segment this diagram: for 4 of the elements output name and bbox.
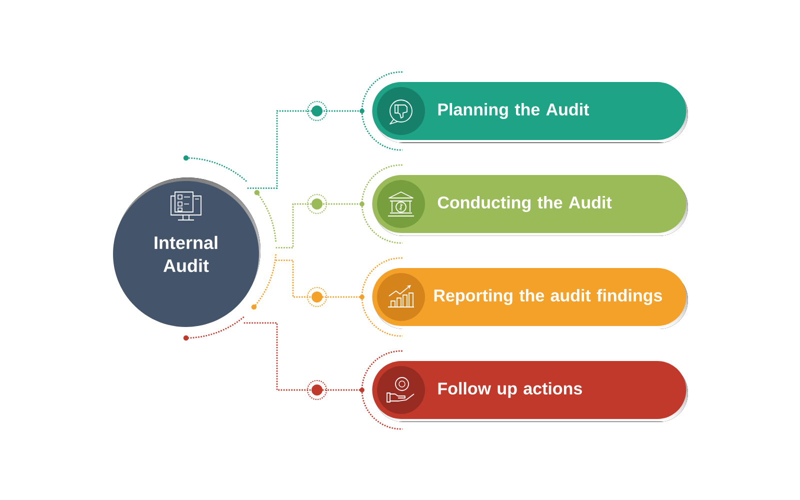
step-pill: Follow up actions xyxy=(372,361,688,422)
step-pill: Reporting the audit findings xyxy=(372,268,688,329)
step-pill: Planning the Audit xyxy=(372,82,688,143)
step-pill: Conducting the Audit xyxy=(372,175,688,236)
